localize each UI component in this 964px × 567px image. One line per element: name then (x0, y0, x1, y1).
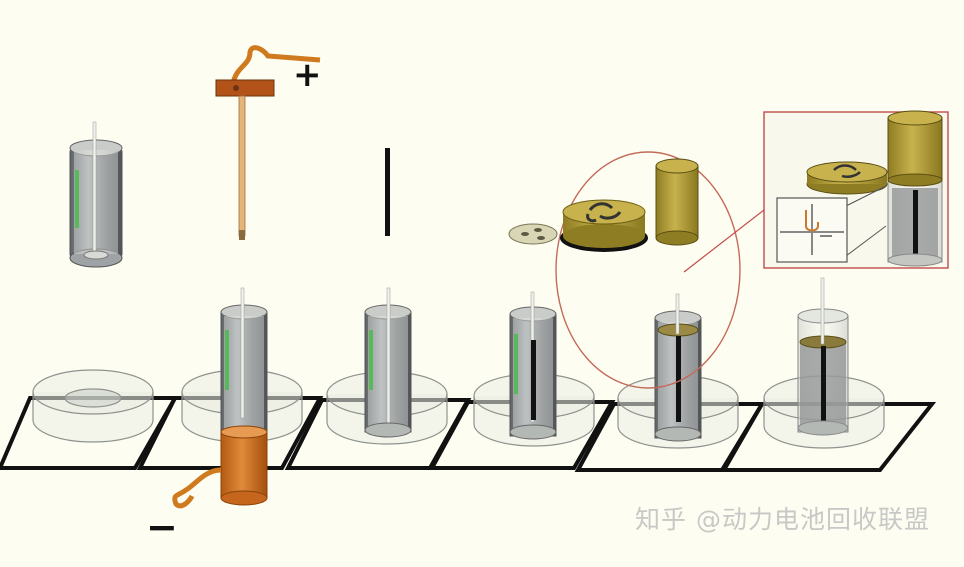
mandrel-rod (385, 148, 390, 236)
callout-cap (806, 161, 888, 195)
cell-station-2 (172, 287, 268, 509)
negative-terminal-label: − (146, 505, 178, 549)
positive-rod (215, 45, 321, 240)
cell-station-5 (654, 293, 702, 442)
base-platforms (0, 396, 937, 472)
detail-circle (555, 151, 741, 389)
platform-2 (136, 396, 324, 470)
platform-1 (0, 396, 179, 470)
callout-inset (776, 185, 887, 263)
cell-standalone (69, 121, 123, 268)
platform-6 (720, 402, 937, 472)
platform-4 (428, 400, 616, 470)
callout-cell (887, 110, 943, 267)
gasket-cap (560, 199, 648, 252)
cell-station-3 (364, 287, 412, 438)
positive-terminal-label: + (293, 55, 322, 95)
callout-box (683, 110, 949, 273)
separator-disc (508, 223, 558, 245)
watermark-text: 知乎 @动力电池回收联盟 (635, 505, 930, 534)
gold-cylinder (655, 158, 699, 246)
cell-station-4 (509, 291, 557, 440)
glass-rings (32, 369, 885, 449)
ring-1 (32, 369, 154, 443)
cell-station-6 (797, 277, 849, 436)
